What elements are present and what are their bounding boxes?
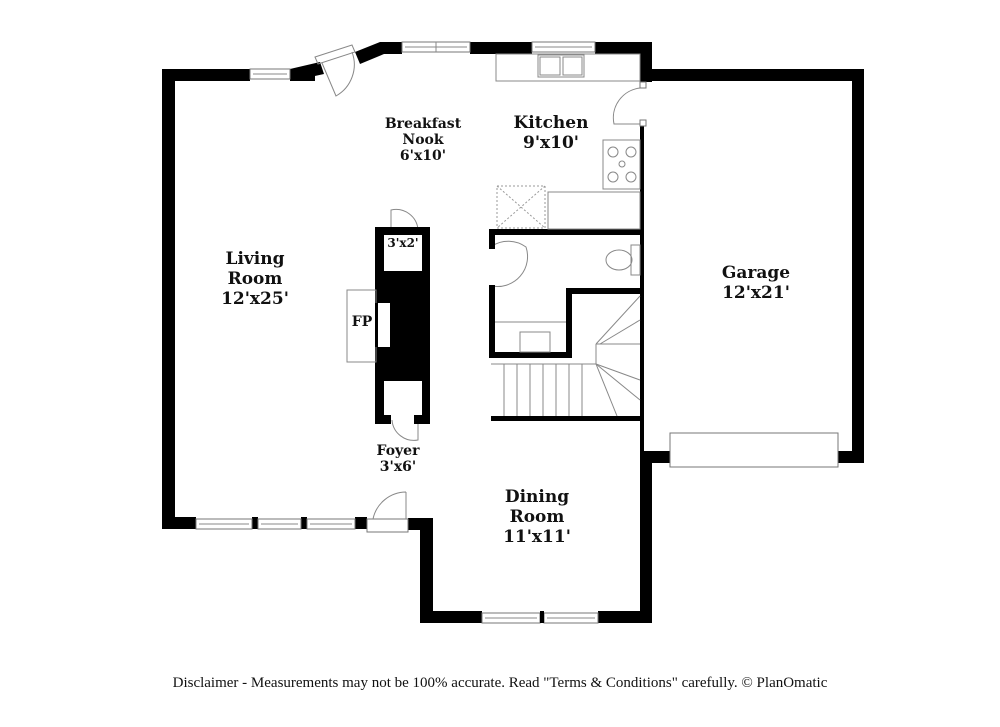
living-room-size: 12'x25' — [221, 289, 289, 309]
front-door-icon[interactable] — [366, 491, 409, 533]
dining-room-label: Dining — [505, 487, 569, 507]
nook-door-icon[interactable] — [314, 44, 356, 97]
vanity-sink-icon — [495, 321, 566, 353]
powder-door-icon[interactable] — [491, 240, 529, 287]
exterior-walls — [162, 42, 864, 623]
refrigerator-icon — [496, 185, 546, 229]
living-room-label-2: Room — [228, 269, 283, 289]
breakfast-nook-label: Breakfast — [385, 116, 462, 132]
garage-label: Garage — [722, 263, 790, 283]
doors — [314, 44, 647, 533]
toilet-icon — [605, 244, 641, 276]
kitchen-counter — [495, 53, 641, 82]
breakfast-nook-size: 6'x10' — [400, 148, 446, 164]
garage-size: 12'x21' — [722, 283, 790, 303]
closet-size: 3'x2' — [387, 236, 418, 250]
kitchen-label: Kitchen — [514, 113, 589, 133]
fixtures — [346, 53, 641, 417]
coat-closet-door-icon[interactable] — [391, 419, 419, 441]
closet-door-icon[interactable] — [390, 208, 419, 231]
foyer-label: Foyer — [377, 443, 421, 459]
windows — [195, 41, 839, 624]
dining-room-size: 11'x11' — [503, 527, 571, 547]
fireplace-label: FP — [352, 314, 373, 330]
sink-icon — [537, 54, 585, 78]
foyer-size: 3'x6' — [380, 459, 416, 475]
disclaimer-text: Disclaimer - Measurements may not be 100… — [172, 675, 828, 691]
staircase-icon[interactable] — [491, 295, 641, 417]
room-labels: Breakfast Nook 6'x10' Kitchen 9'x10' Liv… — [221, 113, 790, 547]
garage-door-icon[interactable] — [612, 81, 647, 127]
kitchen-size: 9'x10' — [523, 133, 579, 153]
stove-icon — [602, 139, 641, 190]
dining-room-label-2: Room — [510, 507, 565, 527]
breakfast-nook-label-2: Nook — [402, 132, 443, 148]
living-room-label: Living — [226, 249, 285, 269]
